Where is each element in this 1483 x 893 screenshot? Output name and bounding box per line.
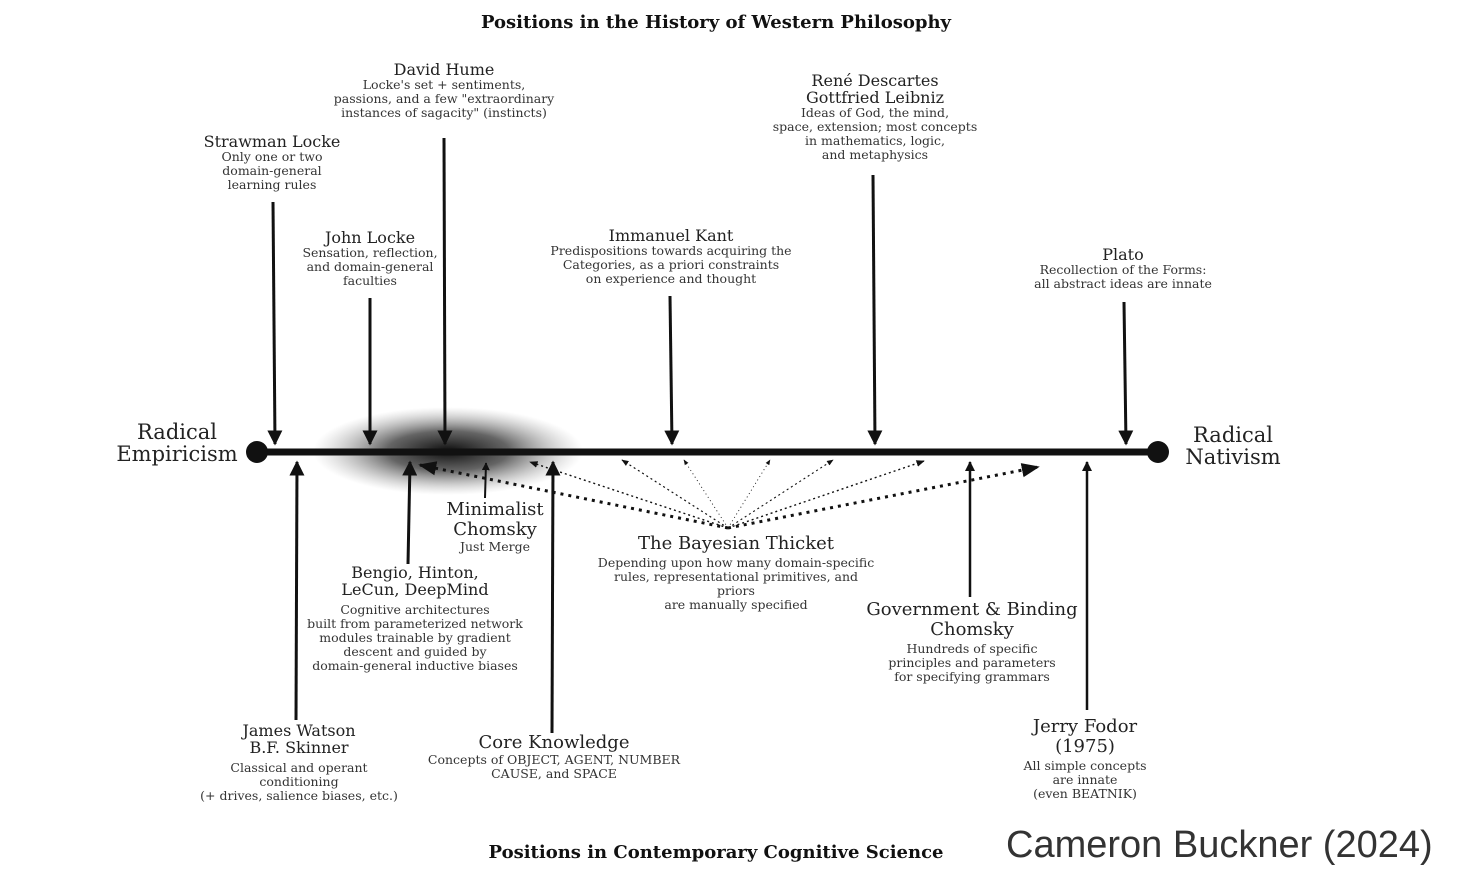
- arrow-bengio-hinton: [402, 460, 418, 565]
- pole-radical-empiricism: Radical Empiricism: [116, 420, 238, 466]
- position-desc: Concepts of OBJECT, AGENT, NUMBER CAUSE,…: [427, 752, 681, 781]
- position-desc: All simple concepts are innate (even BEA…: [1023, 758, 1147, 801]
- position-strawman-locke: Strawman Locke Only one or two domain-ge…: [182, 133, 362, 192]
- top-title: Positions in the History of Western Phil…: [480, 12, 952, 33]
- position-jerry-fodor: Jerry Fodor (1975) All simple concepts a…: [1010, 717, 1160, 801]
- position-desc: Just Merge: [459, 539, 531, 554]
- arrow-plato: [1118, 301, 1134, 446]
- position-name: James Watson B.F. Skinner: [242, 721, 356, 757]
- bayesian-fan: [418, 459, 1040, 530]
- arrow-david-hume: [437, 137, 453, 446]
- pole-radical-nativism: Radical Nativism: [1185, 423, 1281, 469]
- position-descartes-leibniz: René Descartes Gottfried Leibniz Ideas o…: [760, 72, 990, 162]
- position-name: Strawman Locke: [203, 132, 341, 151]
- position-bengio-hinton: Bengio, Hinton, LeCun, DeepMind Cognitiv…: [305, 564, 525, 673]
- position-name: René Descartes Gottfried Leibniz: [805, 71, 945, 107]
- position-name: Bengio, Hinton, LeCun, DeepMind: [341, 563, 489, 599]
- position-name: Immanuel Kant: [608, 226, 734, 245]
- position-plato: Plato Recollection of the Forms: all abs…: [1028, 246, 1218, 291]
- position-desc: Sensation, reflection, and domain-genera…: [302, 245, 438, 288]
- position-desc: Ideas of God, the mind, space, extension…: [772, 105, 978, 162]
- position-name: Government & Binding Chomsky: [866, 599, 1078, 640]
- position-watson-skinner: James Watson B.F. Skinner Classical and …: [200, 722, 398, 803]
- position-immanuel-kant: Immanuel Kant Predispositions towards ac…: [540, 227, 802, 286]
- arrow-strawman-locke: [267, 201, 283, 446]
- position-name: The Bayesian Thicket: [637, 533, 835, 554]
- arrow-minimalist-chomsky: [481, 462, 490, 499]
- position-desc: Predispositions towards acquiring the Ca…: [550, 243, 792, 286]
- position-name: Core Knowledge: [478, 732, 630, 753]
- position-desc: Depending upon how many domain-specific …: [597, 555, 875, 612]
- credit: Cameron Buckner (2024): [1006, 824, 1433, 866]
- position-desc: Only one or two domain-general learning …: [221, 149, 323, 192]
- arrow-immanuel-kant: [664, 295, 680, 446]
- position-name: Jerry Fodor (1975): [1032, 716, 1138, 757]
- position-desc: Classical and operant conditioning (+ dr…: [200, 760, 398, 803]
- position-name: John Locke: [324, 228, 416, 247]
- position-john-locke: John Locke Sensation, reflection, and do…: [290, 229, 450, 288]
- arrow-core-knowledge: [545, 460, 561, 734]
- position-minimalist-chomsky: Minimalist Chomsky Just Merge: [440, 500, 550, 554]
- position-core-knowledge: Core Knowledge Concepts of OBJECT, AGENT…: [412, 733, 696, 781]
- position-name: Minimalist Chomsky: [446, 499, 544, 540]
- position-name: Plato: [1102, 245, 1144, 264]
- arrow-watson-skinner: [289, 460, 305, 721]
- position-government-binding: Government & Binding Chomsky Hundreds of…: [864, 600, 1080, 684]
- position-desc: Recollection of the Forms: all abstract …: [1034, 262, 1212, 291]
- bottom-title: Positions in Contemporary Cognitive Scie…: [488, 842, 944, 863]
- pole-dot-right: [1147, 441, 1169, 463]
- position-david-hume: David Hume Locke's set + sentiments, pas…: [314, 61, 574, 120]
- position-desc: Hundreds of specific principles and para…: [888, 641, 1056, 684]
- position-desc: Locke's set + sentiments, passions, and …: [333, 77, 555, 120]
- position-name: David Hume: [393, 60, 495, 79]
- position-bayesian-thicket: The Bayesian Thicket Depending upon how …: [594, 534, 878, 612]
- pole-dot-left: [246, 441, 268, 463]
- position-desc: Cognitive architectures built from param…: [307, 602, 523, 673]
- arrow-descartes-leibniz: [867, 174, 883, 446]
